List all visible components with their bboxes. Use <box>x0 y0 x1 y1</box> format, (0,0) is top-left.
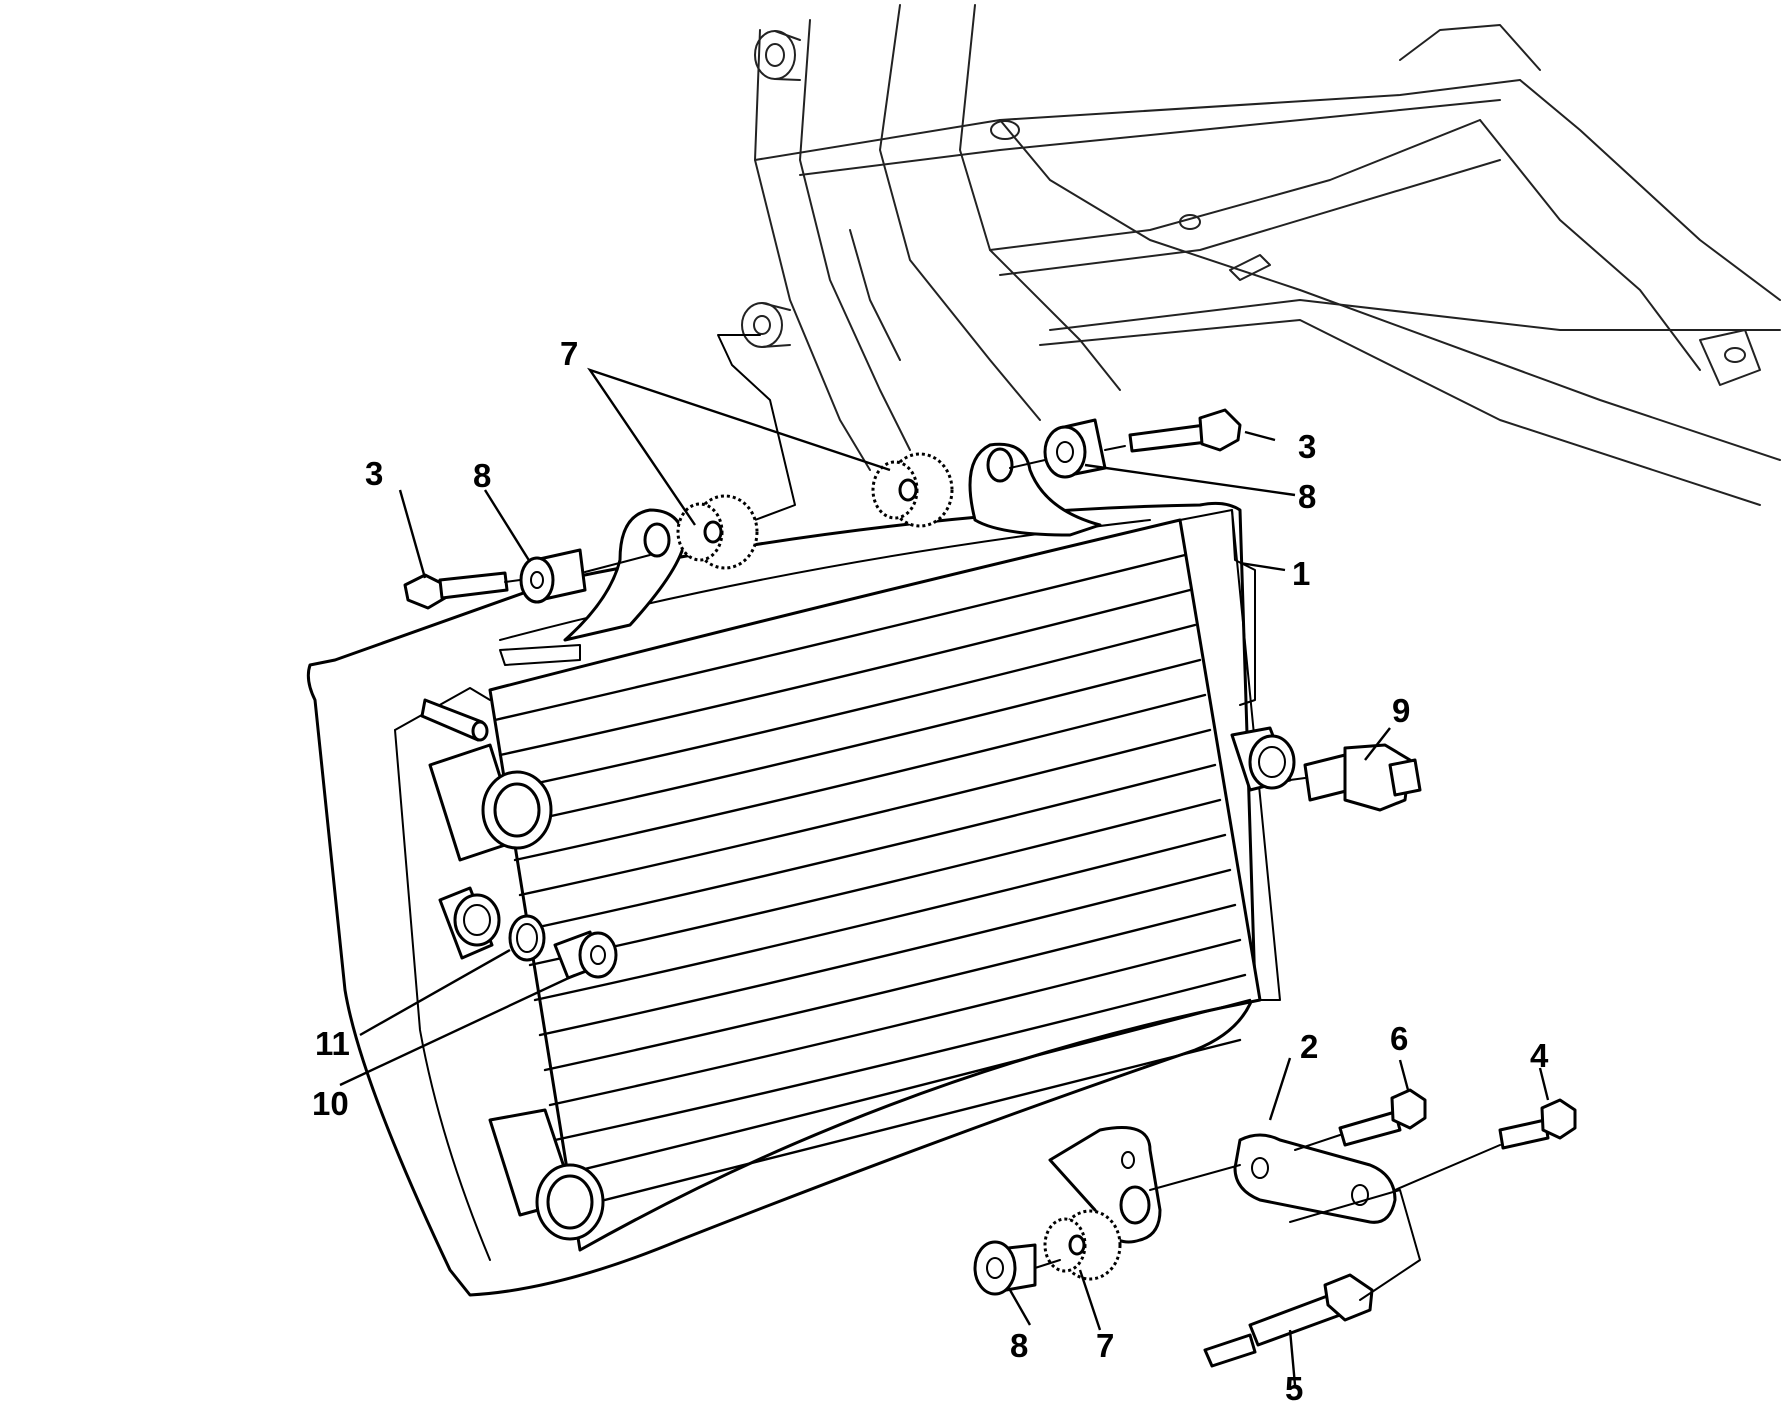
lower-bracket <box>1048 1126 1162 1244</box>
callout-8-bottom: 8 <box>1010 1327 1028 1364</box>
grommet-lower <box>1043 1209 1122 1281</box>
callout-4: 4 <box>1530 1037 1549 1074</box>
upper-right-bracket <box>968 442 1102 537</box>
bolt-middle <box>1338 1088 1427 1147</box>
callout-8-left: 8 <box>473 457 491 494</box>
spacer-upper-right <box>1043 418 1107 479</box>
grommet-upper-right <box>871 452 954 528</box>
motorcycle-frame <box>717 4 1781 521</box>
spacer-upper-left <box>519 548 587 604</box>
callout-7-bottom: 7 <box>1096 1327 1114 1364</box>
callout-10: 10 <box>312 1085 349 1122</box>
sensor-port-boss <box>1230 726 1296 792</box>
callout-7-top: 7 <box>560 335 578 372</box>
callout-3-right: 3 <box>1298 428 1316 465</box>
oil-outlet-fitting <box>488 1108 605 1241</box>
oil-inlet-fitting <box>428 743 553 862</box>
callout-1: 1 <box>1292 555 1310 592</box>
bolt-lower-right <box>1498 1098 1577 1150</box>
spacer-lower <box>973 1240 1037 1296</box>
drain-plug <box>553 930 618 980</box>
frame-mount-boss-upper <box>754 30 801 81</box>
callout-3-left: 3 <box>365 455 383 492</box>
shoulder-bolt <box>1203 1273 1374 1368</box>
link-plate <box>1233 1133 1397 1224</box>
upper-left-bracket <box>563 508 687 642</box>
callout-11: 11 <box>315 1025 350 1062</box>
grommet-upper-left <box>676 494 759 570</box>
callout-5: 5 <box>1285 1370 1303 1407</box>
bolt-upper-left <box>403 571 509 610</box>
oil-cooler <box>306 442 1296 1297</box>
bolt-upper-right <box>1128 408 1242 453</box>
leader-lines <box>339 367 1550 1386</box>
sealing-washer <box>508 914 546 962</box>
callouts: 1 2 3 3 4 5 6 7 7 8 8 8 9 10 11 <box>312 335 1549 1407</box>
drain-port-boss <box>438 886 501 960</box>
frame-mount-boss-lower <box>741 302 791 348</box>
temperature-sensor <box>1303 743 1422 812</box>
assembly-axis-lines <box>504 445 1501 1301</box>
callout-2: 2 <box>1300 1028 1318 1065</box>
callout-9: 9 <box>1392 692 1410 729</box>
callout-6: 6 <box>1390 1020 1408 1057</box>
callout-8-right: 8 <box>1298 478 1316 515</box>
